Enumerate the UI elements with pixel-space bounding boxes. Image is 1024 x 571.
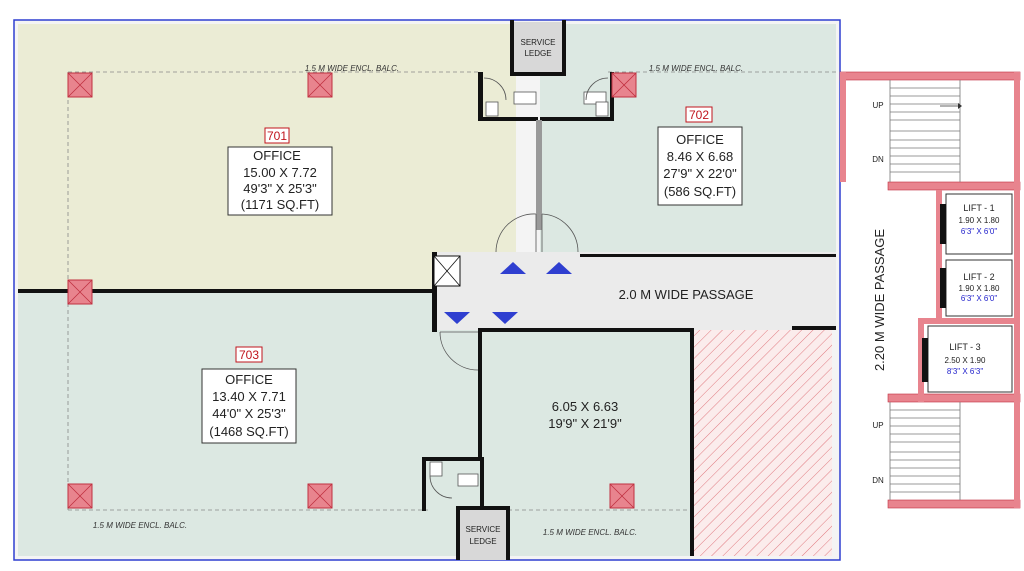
- balcony-label-bottom-right: 1.5 M WIDE ENCL. BALC.: [543, 528, 637, 537]
- pillar-4: [67, 279, 93, 305]
- balcony-label-top-left: 1.5 M WIDE ENCL. BALC.: [305, 64, 399, 73]
- unit-703: 703 OFFICE 13.40 X 7.71 44'0" X 25'3" (1…: [201, 346, 297, 444]
- unit-702-number: 702: [689, 108, 709, 122]
- core-block: LIFT - 1 1.90 X 1.80 6'3" X 6'0" LIFT - …: [839, 71, 1021, 509]
- lift-1-name: LIFT - 1: [963, 203, 994, 213]
- walls: [18, 20, 836, 560]
- passage-arrows: [444, 262, 572, 324]
- pillar-2: [307, 72, 333, 98]
- service-ledge-top-label-1: SERVICE: [521, 38, 556, 47]
- stair-top-dn-label: DN: [872, 155, 884, 164]
- pillar-7: [609, 483, 635, 509]
- pillar-6: [307, 483, 333, 509]
- doors: [439, 213, 579, 371]
- unit-703-number: 703: [239, 348, 259, 362]
- lift-2-name: LIFT - 2: [963, 272, 994, 282]
- stair-top: [889, 80, 962, 182]
- unit-701-area-text: (1171 SQ.FT): [241, 197, 320, 212]
- service-ledge-bottom-label-1: SERVICE: [466, 525, 501, 534]
- unit-703-area-text: (1468 SQ.FT): [209, 424, 288, 439]
- service-ledge-bottom: [460, 510, 506, 560]
- lift-3-dims-m: 2.50 X 1.90: [945, 356, 986, 365]
- stair-top-up-label: UP: [872, 101, 883, 110]
- pillar-1: [67, 72, 93, 98]
- unit-702-dims-m: 8.46 X 6.68: [667, 149, 734, 164]
- unit-702-name: OFFICE: [676, 132, 724, 147]
- stair-bottom-up-label: UP: [872, 421, 883, 430]
- unit-701: 701 OFFICE 15.00 X 7.72 49'3" X 25'3" (1…: [227, 127, 333, 216]
- unit-702-area-text: (586 SQ.FT): [664, 184, 736, 199]
- toilet-fixtures: [429, 77, 609, 499]
- outer-boundary: [13, 19, 841, 561]
- lift-2-dims-ft: 6'3" X 6'0": [961, 294, 997, 303]
- unit-701-dims-ft: 49'3" X 25'3": [243, 181, 317, 196]
- unit-702: 702 OFFICE 8.46 X 6.68 27'9" X 22'0" (58…: [657, 106, 743, 206]
- stair-bottom: [889, 402, 961, 500]
- stair-bottom-dn-label: DN: [872, 476, 884, 485]
- balcony-label-top-right: 1.5 M WIDE ENCL. BALC.: [649, 64, 743, 73]
- passage-label: 2.0 M WIDE PASSAGE: [619, 287, 754, 302]
- lift-1-dims-m: 1.90 X 1.80: [959, 216, 1000, 225]
- unit-702-dims-ft: 27'9" X 22'0": [663, 166, 737, 181]
- lift-1-dims-ft: 6'3" X 6'0": [961, 227, 997, 236]
- lift-3: LIFT - 3 2.50 X 1.90 8'3" X 6'3": [922, 325, 1013, 393]
- unit-701-dims-m: 15.00 X 7.72: [243, 165, 317, 180]
- lift-1: LIFT - 1 1.90 X 1.80 6'3" X 6'0": [940, 193, 1013, 255]
- unit-701-name: OFFICE: [253, 148, 301, 163]
- lift-2: LIFT - 2 1.90 X 1.80 6'3" X 6'0": [940, 259, 1013, 317]
- unit-701-number: 701: [267, 129, 287, 143]
- open-room-dims-ft: 19'9" X 21'9": [548, 416, 622, 431]
- lift-3-name: LIFT - 3: [949, 342, 980, 352]
- lift-3-dims-ft: 8'3" X 6'3": [947, 367, 983, 376]
- service-ledge-bottom-label-2: LEDGE: [469, 537, 496, 546]
- pillar-5: [67, 483, 93, 509]
- open-room-dims-m: 6.05 X 6.63: [552, 399, 619, 414]
- unit-701-area-ext: [436, 24, 516, 252]
- service-ledge-top-label-2: LEDGE: [524, 49, 551, 58]
- unit-703-dims-ft: 44'0" X 25'3": [212, 406, 286, 421]
- lift-2-dims-m: 1.90 X 1.80: [959, 284, 1000, 293]
- hatched-void: [694, 330, 832, 556]
- unit-703-dims-m: 13.40 X 7.71: [212, 389, 286, 404]
- unit-703-name: OFFICE: [225, 372, 273, 387]
- pillar-3: [611, 72, 637, 98]
- passage-vertical-label: 2.20 M WIDE PASSAGE: [872, 229, 887, 371]
- pillars: [67, 72, 637, 509]
- service-ledge-top: [514, 22, 562, 72]
- balcony-label-bottom-left: 1.5 M WIDE ENCL. BALC.: [93, 521, 187, 530]
